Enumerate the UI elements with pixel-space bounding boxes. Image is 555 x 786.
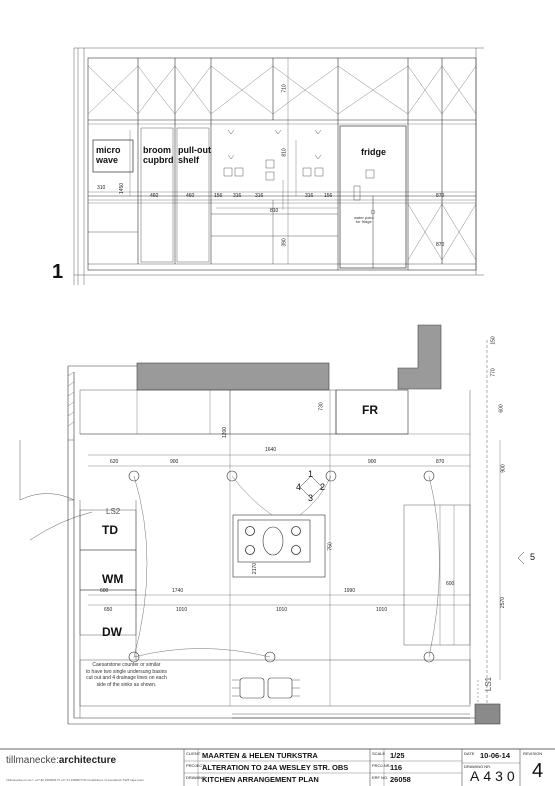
plan-dim: 2570	[500, 596, 507, 609]
elev-dim: 316	[233, 193, 242, 199]
marker-1: 1	[308, 469, 314, 479]
plan-dim: 620	[110, 459, 119, 465]
date-value: 10-06-14	[480, 751, 511, 760]
elev-dim: 810	[270, 208, 279, 214]
plan-dim: 1010	[376, 607, 388, 613]
kitchen-plan	[19, 324, 525, 725]
plan-dim: 1740	[172, 588, 184, 594]
brand-bold: architecture	[58, 755, 117, 766]
label-water-point: water point for fridge	[354, 215, 374, 224]
elev-dim: 870	[436, 193, 445, 199]
brand-light: tillmanecke	[6, 755, 57, 766]
elevation-number: 1	[52, 261, 64, 283]
project-label: PROJECT	[186, 763, 205, 768]
elev-dim: 316	[255, 193, 264, 199]
elev-dim: 710	[281, 84, 288, 93]
plan-dim: 1990	[344, 588, 356, 594]
marker-2: 2	[320, 482, 326, 492]
plan-dim: 900	[500, 464, 507, 473]
elev-dim: 156	[324, 193, 333, 199]
label-washing-machine: WM	[102, 572, 124, 586]
note-caesarstone: Caesarstone counter or similar to have t…	[86, 662, 167, 688]
client-label: CLIENT	[186, 751, 201, 756]
scale-value: 1/25	[390, 751, 405, 760]
plan-dim: 770	[490, 368, 497, 377]
label-tumble-dryer: TD	[102, 523, 118, 537]
label-microwave: micro wave	[96, 145, 121, 165]
label-pullout-shelf: pull-out shelf	[178, 145, 211, 165]
label-fridge: fridge	[361, 147, 387, 157]
firm-contact: t:tillmanecke.co.za c: +27 82 2290094 t/…	[6, 778, 144, 782]
elev-dim: 310	[97, 185, 106, 191]
projnr-value: 116	[390, 763, 403, 772]
section-tag-ls1: LS1	[484, 676, 494, 692]
date-label: DATE	[464, 751, 475, 756]
drawing-value: KITCHEN ARRANGEMENT PLAN	[202, 775, 319, 784]
elev-dim: 870	[436, 242, 445, 248]
plan-dim: 750	[327, 542, 334, 551]
marker-4: 4	[296, 482, 302, 492]
marker-5: 5	[530, 552, 536, 562]
drawing-label: DRAWING	[186, 775, 206, 780]
plan-dim: 900	[170, 459, 179, 465]
plan-dim: 1640	[265, 447, 277, 453]
label-fridge-fr: FR	[362, 403, 378, 417]
revision-value: 4	[532, 760, 544, 782]
plan-dim: 150	[490, 336, 497, 345]
plan-dim: 600	[100, 588, 109, 594]
firm-logo: tillmanecke:architecture	[6, 755, 117, 766]
plan-dim: 2170	[252, 562, 259, 575]
plan-dim: 600	[498, 404, 505, 413]
elev-dim: 460	[186, 193, 195, 199]
plan-dim: 730	[318, 402, 325, 411]
section-tag-ls2: LS2	[106, 507, 121, 516]
title-block	[0, 748, 555, 786]
kitchen-elevation	[73, 47, 484, 285]
plan-dim: 650	[104, 607, 113, 613]
plan-dim: 870	[436, 459, 445, 465]
marker-3: 3	[308, 493, 314, 503]
elev-dim: 1450	[119, 182, 126, 195]
client-value: MAARTEN & HELEN TURKSTRA	[202, 751, 318, 760]
plan-dim: 1010	[276, 607, 288, 613]
plan-dim: 600	[446, 581, 455, 587]
erf-label: ERF NO.	[372, 775, 389, 780]
plan-dim: 900	[368, 459, 377, 465]
label-dishwasher: DW	[102, 625, 122, 639]
elev-dim: 156	[214, 193, 223, 199]
elev-dim: 316	[305, 193, 314, 199]
projnr-label: PROJ.NR.	[372, 763, 391, 768]
scale-label: SCALE	[372, 751, 386, 756]
plan-dim: 1200	[222, 426, 229, 439]
revision-label: REVISION	[523, 751, 543, 756]
elev-dim: 810	[281, 148, 288, 157]
label-broom-cupboard: broom cupbrd	[143, 145, 174, 165]
elev-dim: 460	[150, 193, 159, 199]
project-value: ALTERATION TO 24A WESLEY STR. OBS	[202, 763, 349, 772]
plan-dim: 1010	[176, 607, 188, 613]
elev-dim: 390	[281, 238, 288, 247]
drawingnr-value: A430	[470, 768, 519, 784]
erf-value: 26058	[390, 775, 411, 784]
drawingnr-label: DRAWING NR.	[464, 764, 492, 769]
